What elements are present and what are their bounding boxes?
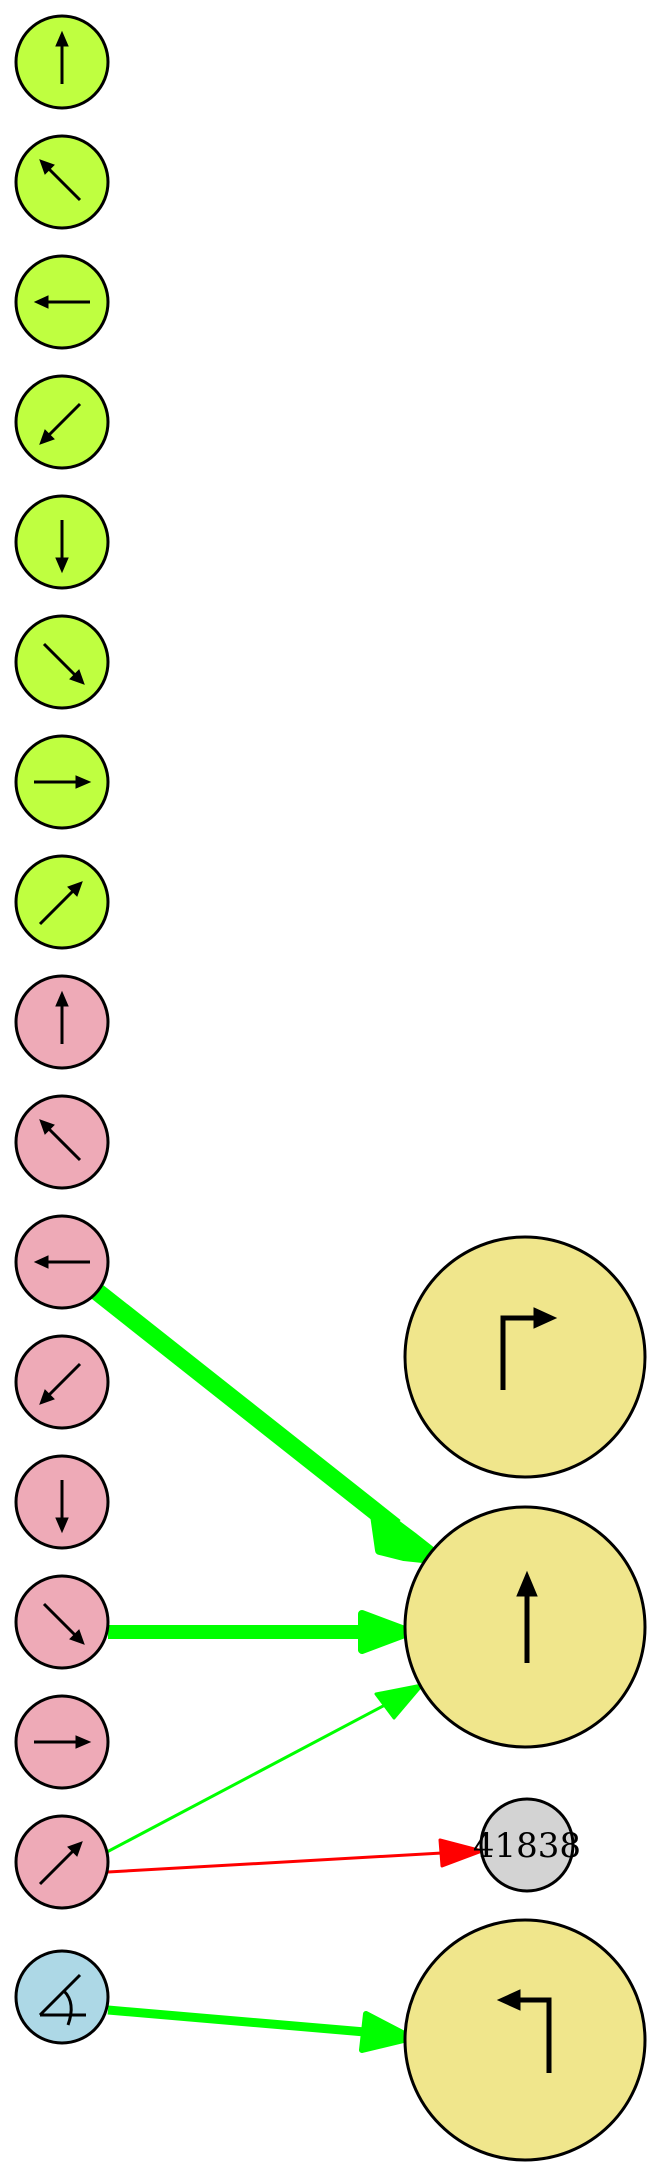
node-lime-down-left[interactable]: [14, 374, 110, 470]
node-lime-down[interactable]: [14, 494, 110, 590]
node-pink-up[interactable]: [14, 974, 110, 1070]
node-lime-left[interactable]: [14, 254, 110, 350]
node-pink-right[interactable]: [14, 1694, 110, 1790]
arrow-up-icon: [516, 1570, 538, 1663]
node-blue-angle[interactable]: [14, 1949, 110, 2045]
arrow-down-icon: [55, 520, 69, 574]
arrow-left-icon: [33, 295, 90, 309]
arrow-down-right-icon: [42, 1602, 85, 1645]
node-pink-down-right[interactable]: [14, 1574, 110, 1670]
node-pink-up-right[interactable]: [14, 1814, 110, 1910]
edge-blue-angle-to-khaki-turn-left: [107, 2005, 415, 2053]
arrow-up-right-icon: [38, 1841, 83, 1886]
node-blue-angle-circle: [14, 1949, 110, 2045]
node-pink-left[interactable]: [14, 1214, 110, 1310]
edge-pink-left-to-khaki-up: [89, 1282, 447, 1565]
arrow-up-left-icon: [39, 159, 82, 202]
node-lime-right[interactable]: [14, 734, 110, 830]
node-pink-down-left[interactable]: [14, 1334, 110, 1430]
arrow-down-left-icon: [39, 402, 82, 445]
edges: [89, 1282, 484, 2053]
edge-pink-up-right-to-khaki-up: [104, 1683, 424, 1855]
node-gray-number-label: 41838: [473, 1826, 581, 1866]
arrow-left-icon: [33, 1255, 90, 1269]
turn-down-left-icon: [496, 1989, 552, 2073]
edge-pink-down-right-to-khaki-up: [108, 1610, 414, 1654]
arrow-up-left-icon: [39, 1119, 82, 1162]
node-lime-down-right[interactable]: [14, 614, 110, 710]
node-gray-number[interactable]: 41838: [473, 1797, 581, 1893]
node-khaki-turn-right-circle: [403, 1235, 647, 1479]
node-khaki-up[interactable]: [403, 1505, 647, 1749]
turn-up-right-icon: [500, 1307, 558, 1390]
node-khaki-turn-right[interactable]: [403, 1235, 647, 1479]
arrow-down-icon: [55, 1480, 69, 1534]
arrow-right-icon: [34, 775, 92, 789]
edge-pink-up-right-to-gray-number: [107, 1838, 484, 1874]
node-lime-up-left[interactable]: [14, 134, 110, 230]
arrow-right-icon: [34, 1735, 92, 1749]
arrow-down-right-icon: [42, 642, 85, 685]
arrow-up-icon: [55, 30, 69, 84]
node-khaki-turn-left-circle: [403, 1918, 647, 2162]
arrow-down-left-icon: [39, 1362, 82, 1405]
angle-icon: [38, 1973, 86, 2026]
node-lime-up[interactable]: [14, 14, 110, 110]
node-gray-number-circle: [479, 1797, 575, 1893]
arrow-up-right-icon: [38, 881, 83, 926]
node-khaki-turn-left[interactable]: [403, 1918, 647, 2162]
node-lime-up-right[interactable]: [14, 854, 110, 950]
node-pink-up-left[interactable]: [14, 1094, 110, 1190]
node-pink-down[interactable]: [14, 1454, 110, 1550]
arrow-up-icon: [55, 990, 69, 1044]
